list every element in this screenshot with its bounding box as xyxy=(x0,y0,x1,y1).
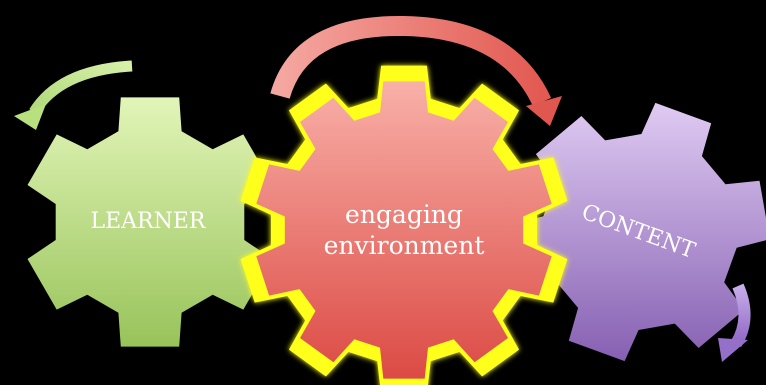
engaging-gear-shape xyxy=(256,81,552,379)
engaging-arrow-head xyxy=(526,96,562,126)
learner-arrow xyxy=(14,60,133,130)
engaging-environment-gear: engaging environment xyxy=(240,65,568,385)
content-gear: CONTENT xyxy=(510,102,766,362)
learner-label: LEARNER xyxy=(91,209,207,234)
learner-gear-shape xyxy=(27,97,273,347)
content-arrow-head xyxy=(718,338,748,362)
content-gear-shape xyxy=(510,102,766,362)
learner-gear: LEARNER xyxy=(27,97,273,347)
learner-arrow-head xyxy=(14,104,46,130)
engaging-label-line1: engaging xyxy=(345,200,463,229)
engaging-label-line2: environment xyxy=(324,231,485,260)
engaging-arrow xyxy=(270,15,562,126)
content-arrow xyxy=(718,283,751,362)
